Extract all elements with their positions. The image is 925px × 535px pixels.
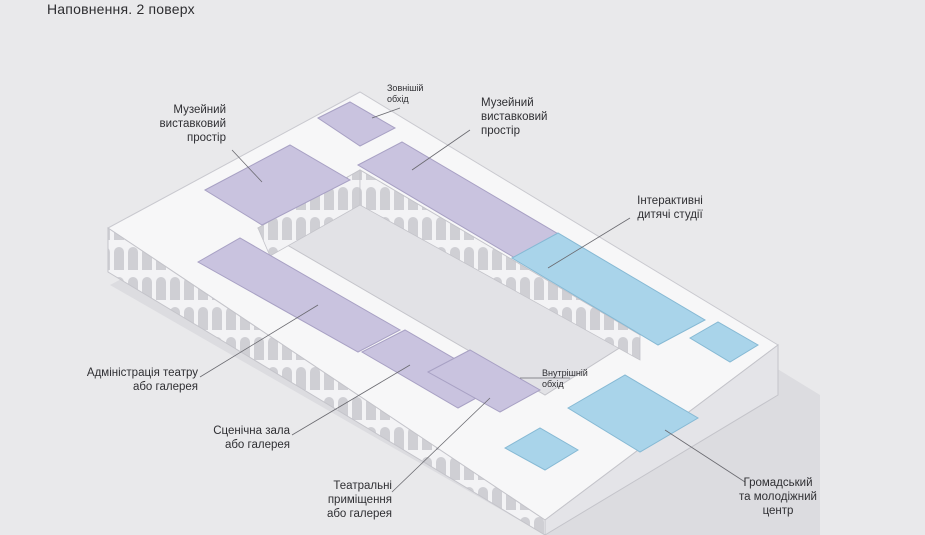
kids-studio-zone <box>510 232 707 346</box>
label-inner-walk: Внутрішній обхід <box>542 368 588 389</box>
leader-lines <box>199 107 746 493</box>
courtyard-arcade-right <box>359 169 641 361</box>
label-stage-hall: Сценічна зала або галерея <box>213 425 290 451</box>
label-community-center: Громадський та молодіжний центр <box>739 477 817 517</box>
community-zone-corner <box>503 427 579 471</box>
label-museum-right: Музейний виставковий простір <box>481 97 548 137</box>
theatre-zone <box>426 349 542 413</box>
facade-southwest <box>107 227 546 535</box>
label-theatre-rooms: Театральні приміщення або галерея <box>326 480 392 520</box>
page-title: Наповнення. 2 поверх <box>47 1 195 17</box>
label-interactive-studios: Інтерактивні дитячі студії <box>637 195 703 221</box>
label-museum-left: Музейний виставковий простір <box>159 104 226 144</box>
label-outer-walk: Зовнішій обхід <box>387 83 424 104</box>
label-admin: Адміністрація театру або галерея <box>86 367 198 393</box>
facade-southeast <box>544 343 779 535</box>
museum-zone-front <box>196 237 402 353</box>
community-zone-small <box>689 321 759 363</box>
museum-zone-left <box>203 144 352 226</box>
museum-zone-top <box>317 101 397 147</box>
community-zone-main <box>567 374 699 453</box>
